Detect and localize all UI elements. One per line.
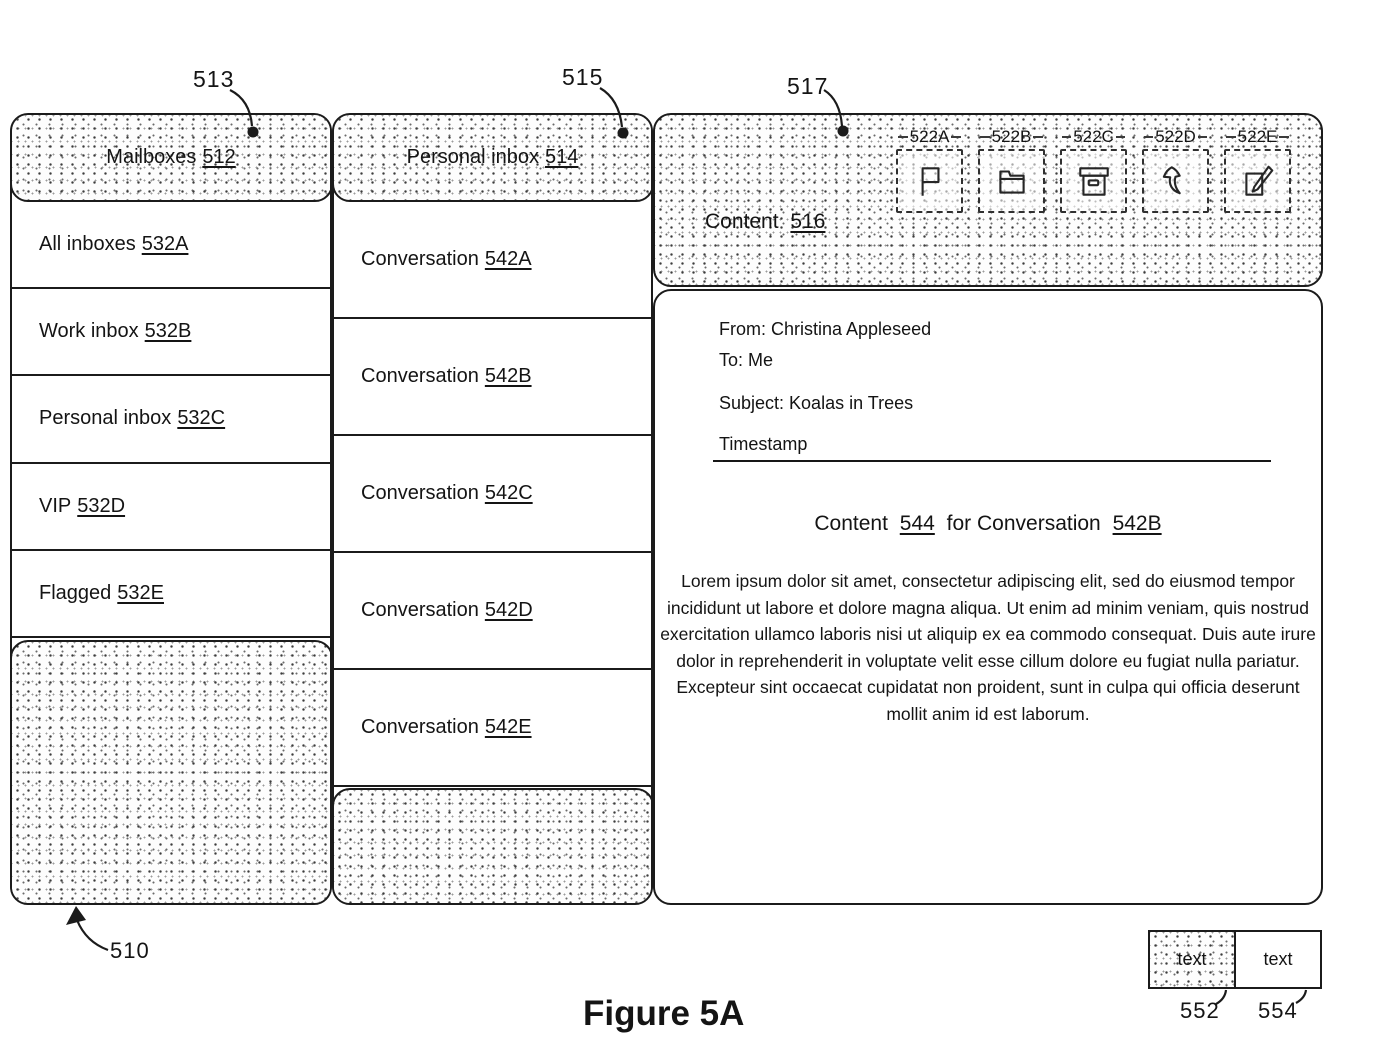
folder-button[interactable]: [978, 149, 1045, 213]
toolbar-ref-522e: 522E: [1224, 127, 1291, 147]
personal-inbox-header-ref: 514: [544, 145, 579, 168]
toolbar-tool-reply: 522D: [1142, 127, 1209, 213]
conversation-item-542e[interactable]: Conversation 542E: [334, 669, 651, 787]
ref-label-517: 517: [787, 73, 829, 99]
content-body-panel: From: Christina Appleseed To: Me Subject…: [653, 289, 1323, 905]
content-header-ref: 516: [790, 210, 826, 233]
mailboxes-header-ref: 512: [202, 145, 236, 168]
conversation-item-542d[interactable]: Conversation 542D: [334, 552, 651, 670]
message-title-ref-544: 544: [899, 512, 935, 535]
figure-caption: Figure 5A: [583, 994, 745, 1033]
message-content-title: Content 544 for Conversation 542B: [655, 512, 1321, 536]
conversation-item-ref: 542C: [484, 481, 533, 504]
mailboxes-header-label: Mailboxes: [106, 145, 197, 168]
ref-label-552: 552: [1180, 998, 1220, 1023]
flag-icon: [921, 167, 939, 196]
message-body-text: Lorem ipsum dolor sit amet, consectetur …: [660, 571, 1316, 724]
mailbox-item-label: All inboxes: [39, 232, 136, 255]
message-subject: Subject: Koalas in Trees: [719, 393, 914, 413]
message-timestamp: Timestamp: [719, 434, 808, 454]
toolbar-ref-522b: 522B: [978, 127, 1045, 147]
mailboxes-header: Mailboxes 512: [12, 115, 330, 202]
toolbar-ref-522a: 522A: [896, 127, 963, 147]
conversation-item-label: Conversation: [361, 598, 479, 621]
conversation-item-label: Conversation: [361, 247, 479, 270]
mailbox-item-label: VIP: [39, 494, 72, 517]
ref-label-554: 554: [1258, 998, 1298, 1023]
personal-inbox-panel: Personal inbox 514 Conversation 542A Con…: [332, 113, 653, 905]
mailboxes-panel: Mailboxes 512 All inboxes 532A Work inbo…: [10, 113, 332, 905]
toolbar-ref-522c: 522C: [1060, 127, 1127, 147]
toolbar-tool-compose: 522E: [1224, 127, 1291, 213]
toolbar-tool-archive: 522C: [1060, 127, 1127, 213]
content-header-title: Content 516: [705, 210, 825, 234]
personal-inbox-footer-area: [334, 787, 651, 903]
mailbox-item-work-inbox[interactable]: Work inbox 532B: [12, 288, 330, 377]
conversation-item-label: Conversation: [361, 715, 479, 738]
reply-arrow-icon: [1162, 166, 1181, 195]
mailbox-item-label: Personal inbox: [39, 407, 172, 430]
conversation-item-label: Conversation: [361, 364, 479, 387]
mailbox-item-ref: 532D: [77, 494, 126, 517]
personal-inbox-header-label: Personal inbox: [406, 145, 539, 168]
message-to: To: Me: [719, 350, 774, 370]
toolbar-tool-flag: 522A: [896, 127, 963, 213]
conversation-item-542c[interactable]: Conversation 542C: [334, 435, 651, 553]
message-title-text: for Conversation: [946, 512, 1101, 535]
mailboxes-footer-area: [12, 639, 330, 903]
arrow-510-tail: [75, 919, 109, 952]
legend-box: text text: [1148, 930, 1322, 989]
mailbox-item-label: Work inbox: [39, 320, 139, 343]
mailbox-item-all-inboxes[interactable]: All inboxes 532A: [12, 201, 330, 289]
conversation-item-ref: 542E: [484, 715, 532, 738]
compose-button[interactable]: [1224, 149, 1291, 213]
content-header-panel: Content 516 522A 522B: [653, 113, 1323, 287]
mailbox-item-personal-inbox[interactable]: Personal inbox 532C: [12, 376, 330, 464]
ref-label-515: 515: [562, 64, 604, 90]
toolbar-ref-522d: 522D: [1142, 127, 1209, 147]
mailbox-item-flagged[interactable]: Flagged 532E: [12, 551, 330, 639]
message-title-text: Content: [814, 512, 888, 535]
legend-cell-plain: text: [1263, 949, 1293, 969]
legend-cell-stippled: text: [1150, 932, 1236, 987]
conversation-item-ref: 542D: [484, 598, 533, 621]
mailbox-item-vip[interactable]: VIP 532D: [12, 463, 330, 552]
flag-button[interactable]: [896, 149, 963, 213]
archive-button[interactable]: [1060, 149, 1127, 213]
message-meta: From: Christina Appleseed To: Me Subject…: [655, 291, 1321, 455]
toolbar-tool-folder: 522B: [978, 127, 1045, 213]
content-toolbar: 522A 522B 522C: [896, 127, 1291, 213]
personal-inbox-header: Personal inbox 514: [334, 115, 651, 202]
mailboxes-list: All inboxes 532A Work inbox 532B Persona…: [12, 201, 330, 639]
compose-icon: [1244, 165, 1273, 196]
mailbox-item-ref: 532A: [141, 232, 189, 255]
meta-divider-line: [713, 460, 1271, 462]
mailbox-item-ref: 532B: [144, 320, 192, 343]
conversation-item-ref: 542B: [484, 364, 532, 387]
mailbox-item-ref: 532E: [117, 582, 164, 605]
folder-icon: [998, 170, 1025, 194]
reply-button[interactable]: [1142, 149, 1209, 213]
conversation-item-ref: 542A: [484, 247, 532, 270]
mailbox-item-label: Flagged: [39, 582, 112, 605]
conversation-item-542a[interactable]: Conversation 542A: [334, 201, 651, 319]
mailbox-item-ref: 532C: [177, 407, 226, 430]
message-title-ref-542b: 542B: [1112, 512, 1162, 535]
conversation-list: Conversation 542A Conversation 542B Conv…: [334, 201, 651, 787]
ref-label-510: 510: [110, 938, 150, 963]
arrow-510-head: [66, 906, 86, 925]
content-header-label: Content: [705, 210, 779, 233]
conversation-item-label: Conversation: [361, 481, 479, 504]
archive-box-icon: [1078, 167, 1109, 196]
conversation-item-542b[interactable]: Conversation 542B: [334, 318, 651, 436]
ref-label-513: 513: [193, 66, 235, 92]
message-from: From: Christina Appleseed: [719, 319, 932, 339]
